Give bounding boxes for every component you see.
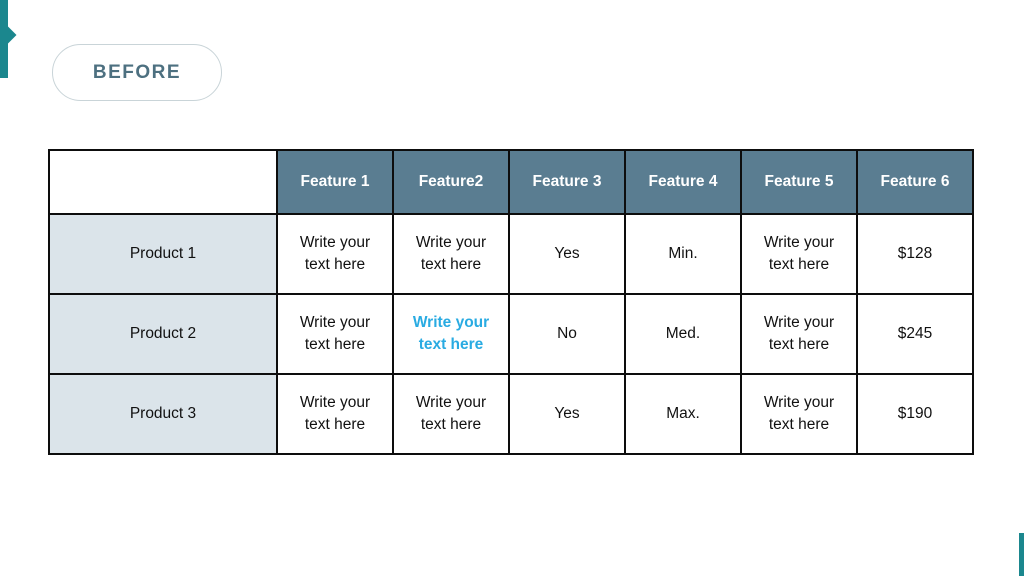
table-header: Feature 1 Feature2 Feature 3 Feature 4 F… [48,149,974,215]
table-cell: $128 [856,213,974,295]
cell-text: $245 [897,325,933,342]
table-cell: Write your text here [740,373,858,455]
table-row-product-2: Product 2 Write your text here Write you… [48,293,974,375]
column-header-feature-5: Feature 5 [740,149,858,215]
cell-text: Write your text here [763,314,835,353]
cell-text: Write your text here [299,314,371,353]
column-header-feature-3: Feature 3 [508,149,626,215]
before-badge-label: BEFORE [92,61,182,83]
header-row: Feature 1 Feature2 Feature 3 Feature 4 F… [48,149,974,215]
cell-text: Write your text here [299,394,371,433]
row-header-product-3: Product 3 [48,373,278,455]
cell-text: Yes [554,245,580,262]
table-cell: Write your text here [392,293,510,375]
cell-text: Med. [665,325,701,342]
row-header-product-2: Product 2 [48,293,278,375]
column-header-feature-6: Feature 6 [856,149,974,215]
table-cell: $190 [856,373,974,455]
cell-text: Write your text here [412,314,490,353]
table-cell: Yes [508,373,626,455]
bottom-right-accent-bar [1019,533,1024,576]
table-cell: Write your text here [392,213,510,295]
corner-cell [48,149,278,215]
table-cell: Med. [624,293,742,375]
table-row-product-3: Product 3 Write your text here Write you… [48,373,974,455]
table-cell: Write your text here [276,213,394,295]
cell-text: Max. [666,405,700,422]
table-cell: Min. [624,213,742,295]
table-cell: Write your text here [392,373,510,455]
cell-text: Write your text here [299,234,371,273]
cell-text: $190 [897,405,933,422]
table-cell: Write your text here [740,293,858,375]
column-header-feature-2: Feature2 [392,149,510,215]
cell-text: Write your text here [763,234,835,273]
before-badge: BEFORE [52,44,222,101]
table-cell: $245 [856,293,974,375]
table-cell: Write your text here [740,213,858,295]
table-row-product-1: Product 1 Write your text here Write you… [48,213,974,295]
column-header-feature-4: Feature 4 [624,149,742,215]
table-cell: Write your text here [276,373,394,455]
table-cell: Write your text here [276,293,394,375]
table-cell: Yes [508,213,626,295]
cell-text: $128 [897,245,933,262]
cell-text: Write your text here [415,394,487,433]
table-body: Product 1 Write your text here Write you… [48,213,974,455]
cell-text: Min. [668,245,698,262]
cell-text: Write your text here [415,234,487,273]
cell-text: Yes [554,405,580,422]
row-header-product-1: Product 1 [48,213,278,295]
table-cell: No [508,293,626,375]
comparison-table: Feature 1 Feature2 Feature 3 Feature 4 F… [48,149,974,455]
table-cell: Max. [624,373,742,455]
column-header-feature-1: Feature 1 [276,149,394,215]
cell-text: No [557,325,577,342]
cell-text: Write your text here [763,394,835,433]
